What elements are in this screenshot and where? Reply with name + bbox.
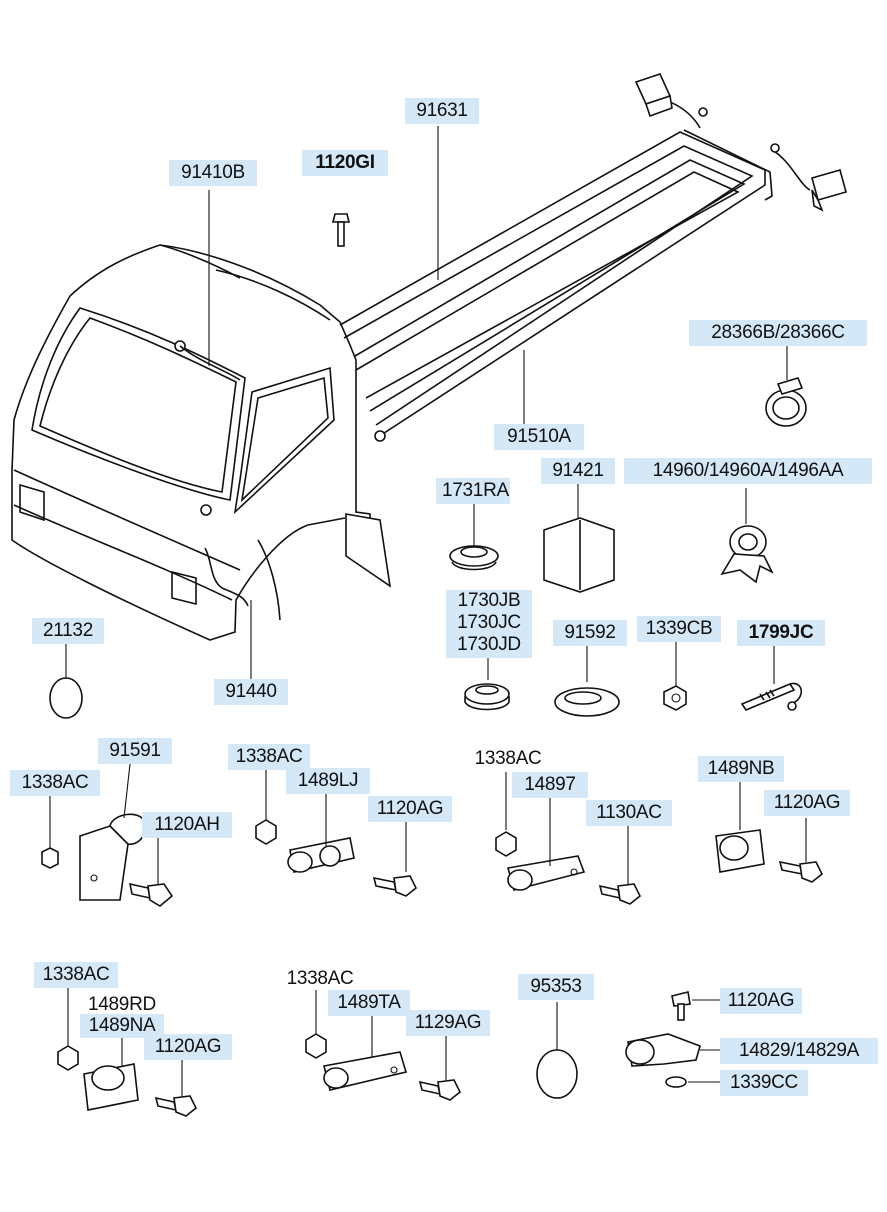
grommet-91592-icon bbox=[554, 687, 620, 717]
part-label-91440: 91440 bbox=[214, 679, 288, 705]
clamp-14960-icon bbox=[720, 525, 774, 584]
grommet-1730-icon bbox=[464, 683, 510, 711]
part-label-91631: 91631 bbox=[405, 98, 479, 124]
part-label-1338ac-5: 1338AC bbox=[286, 968, 354, 989]
nut-1339cb-icon bbox=[663, 685, 687, 711]
group-6-parts bbox=[305, 990, 462, 1101]
relay-91421-icon bbox=[543, 517, 615, 593]
part-label-1799jc: 1799JC bbox=[737, 620, 825, 646]
leader-lines bbox=[65, 126, 788, 690]
group-2-parts bbox=[255, 770, 418, 897]
part-label-28366: 28366B/28366C bbox=[689, 320, 867, 346]
part-label-1489rd: 1489RD bbox=[88, 994, 156, 1015]
part-label-1120ag-1: 1120AG bbox=[368, 796, 452, 822]
part-label-1120ag-2: 1120AG bbox=[764, 790, 850, 816]
grommet-1731ra-icon bbox=[449, 545, 499, 571]
part-label-1339cc: 1339CC bbox=[720, 1070, 808, 1096]
truck-cab bbox=[11, 244, 392, 641]
group-4-parts bbox=[715, 782, 824, 883]
part-label-1489nb: 1489NB bbox=[698, 756, 784, 782]
cover-95353-icon bbox=[536, 1002, 578, 1099]
part-label-1120ag-4: 1120AG bbox=[720, 988, 802, 1014]
part-label-1130ac: 1130AC bbox=[586, 800, 672, 826]
part-label-1120ah: 1120AH bbox=[142, 812, 232, 838]
group-1-parts bbox=[41, 763, 174, 907]
part-label-1338ac-1: 1338AC bbox=[10, 770, 100, 796]
bolt-1120gi-icon bbox=[331, 213, 351, 247]
part-label-91410b: 91410B bbox=[169, 160, 257, 186]
part-label-91421: 91421 bbox=[541, 458, 615, 484]
part-label-1730: 1730JB 1730JC 1730JD bbox=[446, 590, 532, 658]
part-label-1731ra: 1731RA bbox=[436, 478, 510, 504]
part-label-1338ac-3: 1338AC bbox=[474, 748, 542, 769]
part-label-91592: 91592 bbox=[553, 620, 627, 646]
chassis-harness bbox=[339, 73, 847, 442]
group-7-parts bbox=[625, 991, 722, 1088]
clip-28366-icon bbox=[765, 377, 807, 427]
part-label-14897: 14897 bbox=[512, 772, 588, 798]
part-label-1338ac-4: 1338AC bbox=[34, 962, 118, 988]
part-label-1129ag: 1129AG bbox=[406, 1010, 490, 1036]
part-label-91591: 91591 bbox=[98, 738, 172, 764]
part-label-14829: 14829/14829A bbox=[720, 1038, 878, 1064]
part-label-14960: 14960/14960A/1496AA bbox=[624, 458, 872, 484]
part-label-1489ta: 1489TA bbox=[328, 990, 410, 1016]
part-label-1339cb: 1339CB bbox=[637, 616, 721, 642]
cover-21132-icon bbox=[49, 677, 83, 719]
group-3-parts bbox=[495, 772, 642, 905]
part-label-1338ac-2: 1338AC bbox=[228, 744, 310, 770]
part-label-95353: 95353 bbox=[518, 974, 594, 1000]
cable-tie-1799jc-icon bbox=[740, 682, 803, 711]
part-label-1120ag-3: 1120AG bbox=[144, 1034, 232, 1060]
part-label-1489lj: 1489LJ bbox=[286, 768, 370, 794]
part-label-1120gi: 1120GI bbox=[302, 150, 388, 176]
part-label-21132: 21132 bbox=[32, 618, 104, 644]
part-label-91510a: 91510A bbox=[494, 424, 584, 450]
group-5-parts bbox=[57, 988, 198, 1117]
